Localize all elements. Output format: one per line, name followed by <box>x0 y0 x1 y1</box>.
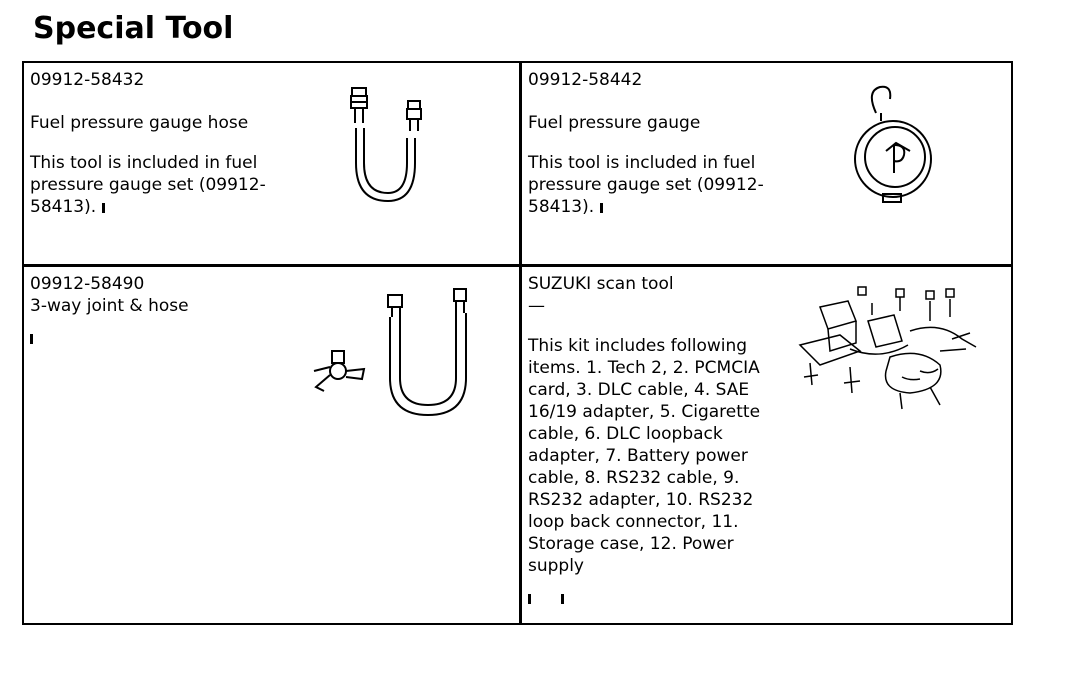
reference-mark <box>600 203 604 213</box>
special-tool-table: 09912-58432 Fuel pressure gauge hose Thi… <box>22 61 1013 625</box>
tool-note: This tool is included in fuel pressure g… <box>30 153 266 217</box>
part-number: 09912-58442 <box>528 70 643 90</box>
tool-name: Fuel pressure gauge hose <box>30 113 249 133</box>
part-number: 09912-58490 <box>30 274 145 294</box>
tool-cell-suzuki-scan-tool: SUZUKI scan tool — This kit includes fol… <box>522 267 1011 623</box>
reference-marks <box>528 587 768 604</box>
reference-mark <box>30 334 33 344</box>
tool-name: 3-way joint & hose <box>30 296 189 316</box>
reference-mark <box>528 594 531 604</box>
part-number: 09912-58432 <box>30 70 145 90</box>
part-number-dash: — <box>528 296 545 316</box>
hose-icon <box>350 87 422 203</box>
page-title: Special Tool <box>33 11 234 46</box>
reference-marks <box>30 327 189 344</box>
tool-name: Fuel pressure gauge <box>528 113 701 133</box>
reference-mark <box>102 203 106 213</box>
pressure-gauge-icon <box>854 85 932 203</box>
reference-mark <box>561 594 564 604</box>
tool-name: SUZUKI scan tool <box>528 274 674 294</box>
three-way-joint-icon <box>313 288 467 417</box>
tool-cell-three-way-joint-hose: 09912-58490 3-way joint & hose <box>24 267 522 623</box>
scan-tool-kit-icon <box>798 286 977 410</box>
tool-cell-fuel-pressure-gauge: 09912-58442 Fuel pressure gauge This too… <box>522 63 1011 267</box>
tool-note: This tool is included in fuel pressure g… <box>528 153 764 217</box>
tool-note: This kit includes following items. 1. Te… <box>528 336 761 576</box>
tool-cell-fuel-pressure-gauge-hose: 09912-58432 Fuel pressure gauge hose Thi… <box>24 63 522 267</box>
